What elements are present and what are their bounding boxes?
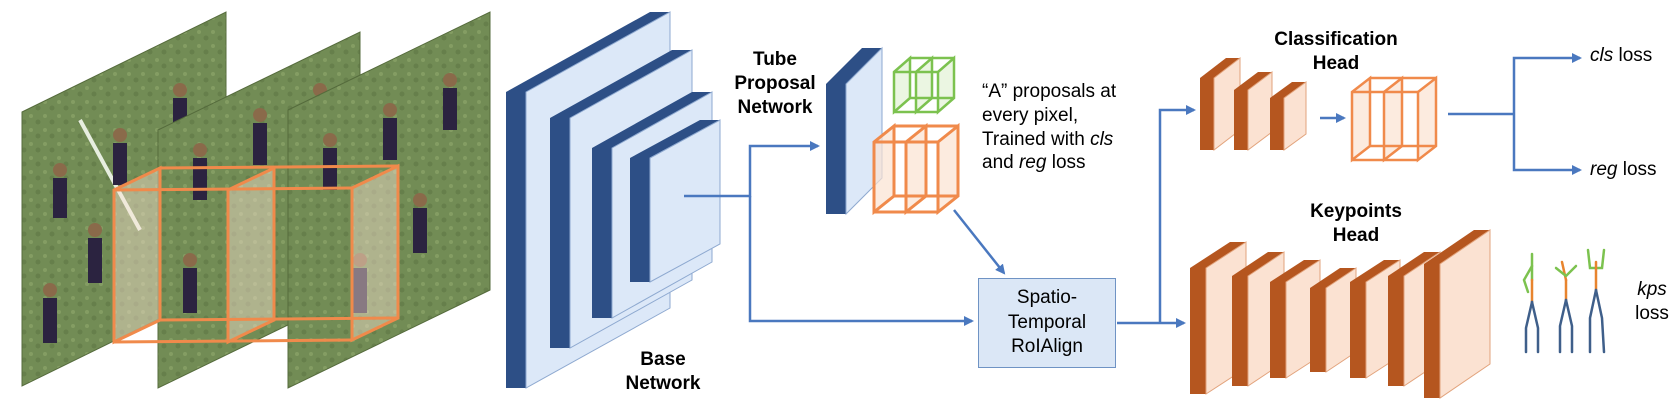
arrow-to-cls-loss — [1512, 53, 1582, 114]
roialign-line-2: Temporal — [1007, 311, 1087, 333]
skeleton-1 — [1522, 252, 1540, 354]
video-frame-3 — [287, 11, 491, 389]
cls-loss-label: cls loss — [1590, 44, 1674, 68]
kps-block-7 — [1424, 229, 1491, 399]
reg-loss-italic: reg — [1590, 159, 1618, 180]
roialign-line-1: Spatio- — [1016, 286, 1078, 308]
kps-loss-label: kps loss — [1630, 278, 1674, 326]
kps-block-5 — [1350, 259, 1401, 379]
keypoints-head-label-line-2: Head — [1332, 224, 1380, 246]
cls-block-2 — [1234, 71, 1273, 151]
arrows — [684, 53, 1582, 328]
tube-proposal-box — [112, 163, 400, 345]
cls-loss-suffix: loss — [1613, 45, 1653, 66]
kps-loss-suffix: loss — [1635, 302, 1669, 324]
keypoint-skeletons — [1522, 248, 1606, 354]
kps-block-1 — [1190, 241, 1247, 395]
proposal-note-line-3-text: Trained with — [982, 128, 1091, 150]
proposal-note: “A” proposals at every pixel, Trained wi… — [982, 80, 1182, 175]
tpn-label-line-2: Proposal — [734, 72, 816, 94]
reg-loss-suffix: loss — [1617, 159, 1657, 180]
cls-block-3 — [1270, 81, 1307, 151]
tpn-label-line-3: Network — [737, 96, 813, 118]
proposal-note-line-4: and reg loss — [982, 151, 1182, 175]
proposal-note-line-3: Trained with cls — [982, 128, 1182, 152]
proposal-note-loss: loss — [1046, 152, 1086, 174]
classification-head-label-line-2: Head — [1312, 52, 1360, 74]
roialign-box: Spatio- Temporal RoIAlign — [978, 278, 1116, 368]
base-network-label-line-1: Base — [640, 349, 686, 370]
roialign-line-3: RoIAlign — [1011, 336, 1083, 358]
base-network-label: Base Network — [608, 348, 718, 396]
keypoints-head-label: Keypoints Head — [1286, 200, 1426, 248]
kps-block-4 — [1310, 267, 1357, 373]
keypoints-head-label-line-1: Keypoints — [1310, 201, 1402, 222]
base-network-label-line-2: Network — [625, 372, 701, 394]
video-frames — [21, 11, 491, 389]
tube-proposal-network-label: Tube Proposal Network — [720, 48, 830, 119]
cls-loss-italic: cls — [1590, 45, 1614, 66]
arrow-base-to-roialign — [748, 196, 974, 326]
green-anchor-proposals — [892, 55, 956, 115]
cls-block-1 — [1200, 56, 1241, 152]
arrow-to-classification-head — [1158, 105, 1196, 323]
proposal-note-line-4-text: and — [982, 152, 1019, 174]
classification-head-label: Classification Head — [1256, 28, 1416, 76]
classification-head-label-line-1: Classification — [1274, 29, 1398, 50]
arrow-to-reg-loss — [1512, 114, 1582, 175]
reg-loss-label: reg loss — [1590, 158, 1674, 182]
kps-loss-italic: kps — [1637, 279, 1667, 300]
cls-output-tubes — [1350, 75, 1438, 163]
proposal-note-line-1: “A” proposals at — [982, 81, 1117, 102]
skeleton-2 — [1554, 260, 1578, 354]
tpn-label-line-1: Tube — [753, 49, 797, 70]
arrow-tpn-to-roialign — [953, 209, 1006, 275]
base-block-4 — [630, 119, 721, 283]
orange-tube-proposals — [872, 122, 960, 216]
base-network — [506, 11, 721, 389]
proposal-note-line-2: every pixel, — [982, 104, 1079, 126]
skeleton-3 — [1586, 248, 1606, 354]
classification-head — [1200, 56, 1438, 163]
proposal-note-reg: reg — [1018, 152, 1047, 174]
keypoints-head — [1190, 229, 1491, 399]
arrow-base-to-tpn — [684, 141, 820, 198]
proposal-note-cls: cls — [1090, 128, 1114, 150]
